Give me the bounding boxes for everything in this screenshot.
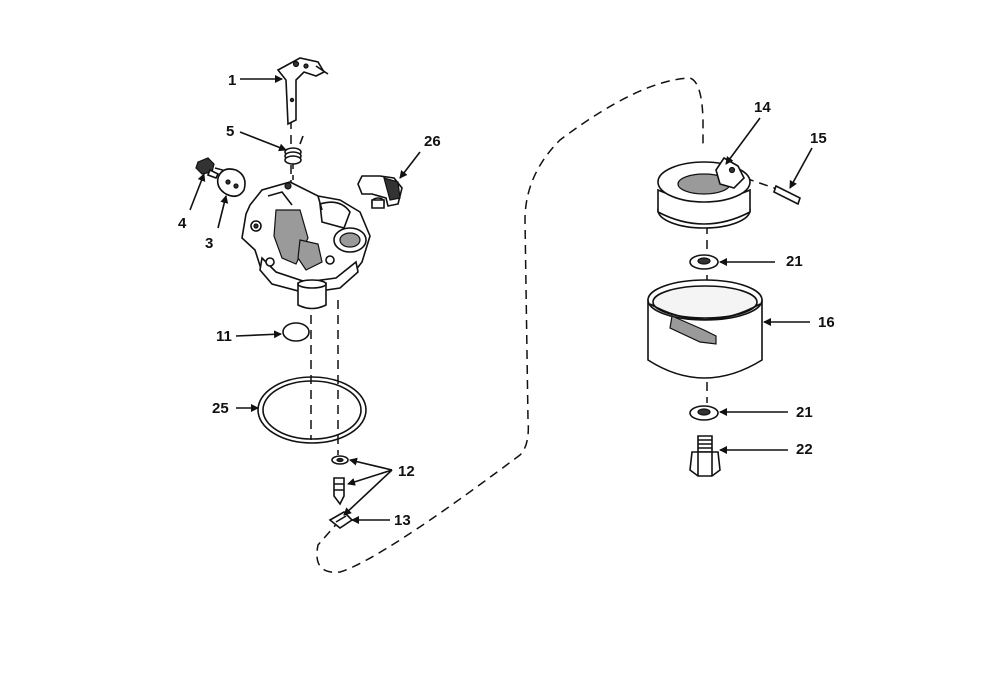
callout-12: 12 bbox=[398, 463, 415, 480]
lower-washer-part bbox=[689, 405, 719, 421]
fuel-inlet-fitting-part bbox=[357, 175, 403, 209]
callout-5: 5 bbox=[226, 123, 234, 140]
welch-plug-part bbox=[282, 322, 310, 342]
bowl-gasket-ring-part bbox=[257, 376, 367, 444]
callout-4: 4 bbox=[178, 215, 187, 232]
callout-21-lower: 21 bbox=[796, 404, 813, 421]
connection-dashed-loop bbox=[316, 77, 704, 573]
centerline-pin bbox=[744, 177, 781, 191]
callout-11: 11 bbox=[216, 328, 232, 345]
float-pin-part bbox=[773, 184, 801, 206]
callout-16: 16 bbox=[818, 314, 835, 331]
callout-14: 14 bbox=[754, 99, 771, 116]
bowl-nut-part bbox=[689, 435, 721, 477]
float-part bbox=[657, 156, 751, 229]
callout-3: 3 bbox=[205, 235, 213, 252]
spring-part bbox=[284, 135, 304, 165]
needle-clip-part bbox=[328, 511, 354, 529]
gasket-plate-part bbox=[216, 168, 246, 198]
callout-13: 13 bbox=[394, 512, 411, 529]
callout-26: 26 bbox=[424, 133, 441, 150]
throttle-lever-part bbox=[276, 57, 329, 126]
callout-25: 25 bbox=[212, 400, 229, 417]
upper-washer-part bbox=[689, 254, 719, 270]
fuel-bowl-part bbox=[647, 279, 763, 379]
carburetor-body-part bbox=[241, 181, 371, 310]
callout-21-upper: 21 bbox=[786, 253, 803, 270]
callout-1: 1 bbox=[228, 72, 236, 89]
callout-15: 15 bbox=[810, 130, 827, 147]
callout-22: 22 bbox=[796, 441, 813, 458]
needle-seat-part bbox=[331, 455, 349, 506]
centerline-screw bbox=[214, 167, 231, 173]
leader-lines bbox=[189, 75, 813, 524]
screw-part bbox=[195, 157, 220, 180]
